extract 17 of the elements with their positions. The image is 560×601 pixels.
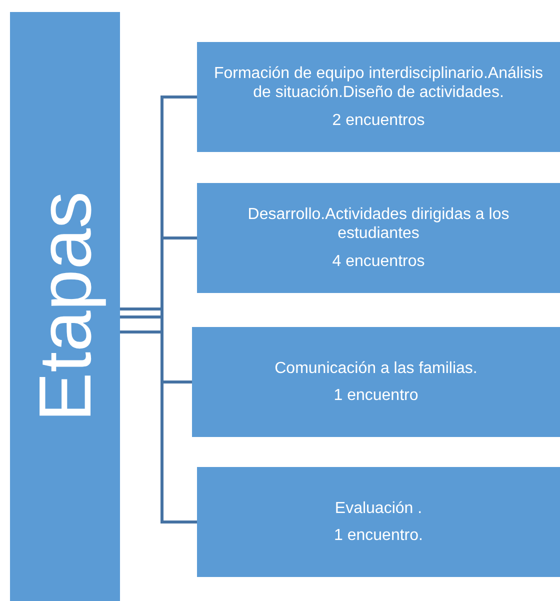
meeting-count: 1 encuentro. (334, 526, 423, 546)
stage-description: Desarrollo.Actividades dirigidas a los estudiantes (246, 205, 510, 244)
title-panel (10, 12, 120, 601)
stage-box (197, 42, 560, 152)
meeting-count: 4 encuentros (332, 252, 425, 271)
stage-box (192, 327, 560, 437)
connector-line (120, 96, 197, 310)
stage-description: Comunicación a las familias. (274, 358, 478, 378)
meeting-count: 2 encuentros (332, 110, 425, 130)
connector-line (120, 330, 192, 384)
stage-box (197, 183, 560, 293)
stage-description: Formación de equipo interdisciplinario.Análisis de situación.Diseño de actividades. (212, 64, 544, 103)
stage-box (197, 467, 560, 577)
stage-description: Evaluación . (334, 498, 422, 518)
panel-title: Etapas (22, 191, 108, 422)
connector-line (120, 316, 197, 524)
meeting-count: 1 encuentro (334, 386, 418, 406)
